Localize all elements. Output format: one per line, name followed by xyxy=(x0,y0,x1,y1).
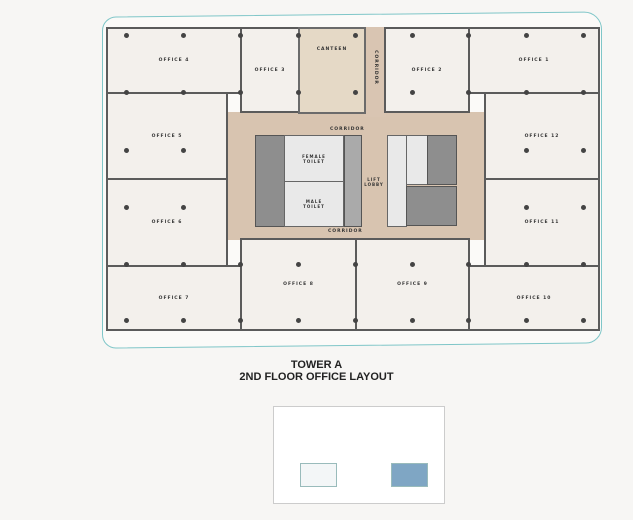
column-dot xyxy=(581,318,586,323)
title-line-2: 2ND FLOOR OFFICE LAYOUT xyxy=(239,371,394,383)
column-dot xyxy=(296,262,301,267)
lift-shaft-right xyxy=(387,135,407,227)
office-9[interactable]: OFFICE 9 xyxy=(355,238,470,331)
column-dot xyxy=(296,33,301,38)
column-dot xyxy=(581,262,586,267)
column-dot xyxy=(296,318,301,323)
canteen-label: CANTEEN xyxy=(316,47,348,52)
shafts-right xyxy=(406,186,457,226)
office-2[interactable]: OFFICE 2 xyxy=(384,27,470,113)
column-dot xyxy=(466,33,471,38)
office-12[interactable]: OFFICE 12 xyxy=(484,92,600,180)
female-toilet[interactable]: FEMALE TOILET xyxy=(284,135,344,182)
column-dot xyxy=(353,262,358,267)
column-dot xyxy=(181,205,186,210)
office-10[interactable]: OFFICE 10 xyxy=(468,265,600,331)
canteen[interactable]: CANTEEN xyxy=(298,27,366,114)
column-dot xyxy=(124,205,129,210)
office-11[interactable]: OFFICE 11 xyxy=(484,178,600,267)
key-plan-tower-b xyxy=(300,463,337,487)
office-3[interactable]: OFFICE 3 xyxy=(240,27,300,113)
column-dot xyxy=(410,318,415,323)
column-dot xyxy=(238,262,243,267)
office-6[interactable]: OFFICE 6 xyxy=(106,178,228,267)
column-dot xyxy=(466,262,471,267)
lift-shaft-left xyxy=(344,135,362,227)
column-dot xyxy=(181,318,186,323)
corridor-label-top: CORRIDOR xyxy=(330,127,365,132)
column-dot xyxy=(353,90,358,95)
key-plan xyxy=(273,406,445,504)
column-dot xyxy=(410,33,415,38)
column-dot xyxy=(466,90,471,95)
office-label: OFFICE 7 xyxy=(158,295,190,301)
column-dot xyxy=(581,205,586,210)
column-dot xyxy=(581,90,586,95)
column-dot xyxy=(181,33,186,38)
column-dot xyxy=(524,33,529,38)
office-label: OFFICE 6 xyxy=(151,220,183,225)
column-dot xyxy=(124,33,129,38)
office-label: OFFICE 12 xyxy=(524,133,560,139)
column-dot xyxy=(524,205,529,210)
stair-right xyxy=(427,135,457,185)
column-dot xyxy=(238,318,243,323)
female-toilet-label: FEMALE TOILET xyxy=(302,153,326,164)
column-dot xyxy=(353,33,358,38)
column-dot xyxy=(524,90,529,95)
column-dot xyxy=(124,90,129,95)
corridor-label-vertical: CORRIDOR xyxy=(372,50,378,85)
male-toilet[interactable]: MALE TOILET xyxy=(284,181,344,227)
column-dot xyxy=(353,318,358,323)
column-dot xyxy=(410,262,415,267)
office-label: OFFICE 8 xyxy=(283,282,314,287)
office-1[interactable]: OFFICE 1 xyxy=(468,27,600,94)
column-dot xyxy=(238,90,243,95)
column-dot xyxy=(181,262,186,267)
column-dot xyxy=(410,90,415,95)
column-dot xyxy=(466,318,471,323)
column-dot xyxy=(524,318,529,323)
corridor-label-bottom: CORRIDOR xyxy=(328,229,363,234)
office-label: OFFICE 1 xyxy=(518,58,550,63)
column-dot xyxy=(524,262,529,267)
column-dot xyxy=(181,148,186,153)
lift-lobby-label: LIFT LOBBY xyxy=(364,177,384,187)
column-dot xyxy=(124,262,129,267)
column-dot xyxy=(524,148,529,153)
office-5[interactable]: OFFICE 5 xyxy=(106,92,228,180)
column-dot xyxy=(296,90,301,95)
office-label: OFFICE 2 xyxy=(411,67,443,73)
male-toilet-label: MALE TOILET xyxy=(303,199,325,209)
office-label: OFFICE 10 xyxy=(516,295,552,301)
column-dot xyxy=(238,33,243,38)
office-label: OFFICE 3 xyxy=(254,67,286,73)
office-label: OFFICE 9 xyxy=(397,282,428,287)
key-plan-tower-a-highlight xyxy=(391,463,428,487)
column-dot xyxy=(581,33,586,38)
title-line-1: TOWER A xyxy=(290,359,343,371)
column-dot xyxy=(581,148,586,153)
office-label: OFFICE 11 xyxy=(524,220,560,225)
column-dot xyxy=(181,90,186,95)
column-dot xyxy=(124,318,129,323)
stair-left xyxy=(255,135,285,227)
office-label: OFFICE 4 xyxy=(158,58,190,63)
service-room xyxy=(406,135,428,185)
column-dot xyxy=(124,148,129,153)
corridor-vertical xyxy=(364,27,386,117)
office-label: OFFICE 5 xyxy=(151,133,183,139)
